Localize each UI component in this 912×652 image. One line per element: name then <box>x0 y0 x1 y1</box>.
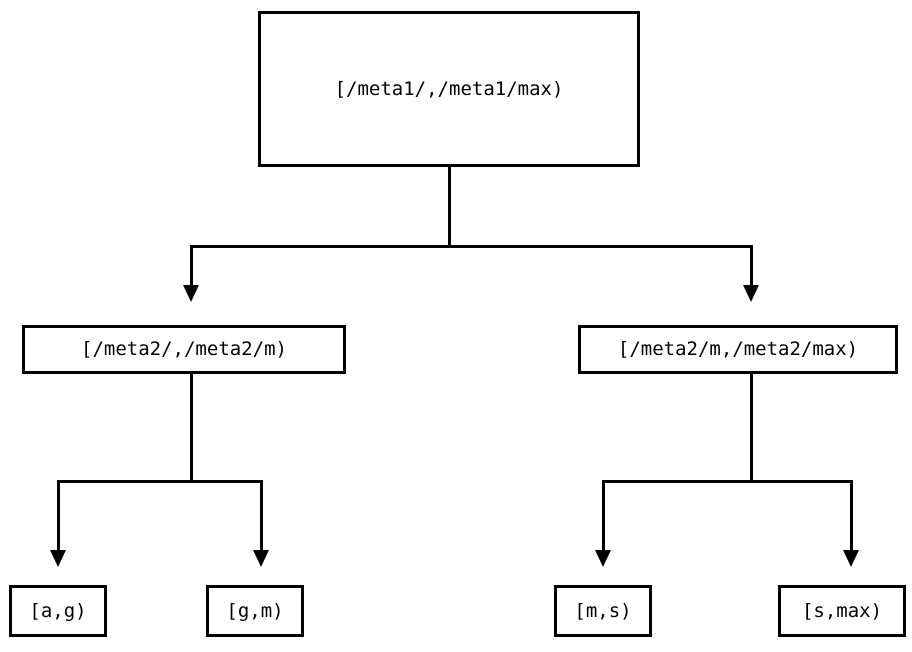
edge-middle-left-stem <box>190 374 193 483</box>
arrowhead-down-icon-leaf-2 <box>253 550 269 567</box>
tree-node-leaf-2: [g,m) <box>206 585 304 637</box>
tree-node-root-label: [/meta1/,/meta1/max) <box>334 77 564 100</box>
tree-node-middle-right-label: [/meta2/m,/meta2/max) <box>617 338 859 360</box>
tree-node-root: [/meta1/,/meta1/max) <box>258 11 640 167</box>
tree-node-middle-left: [/meta2/,/meta2/m) <box>22 325 346 374</box>
edge-root-to-middle-right-drop <box>750 245 753 285</box>
edge-root-stem <box>448 167 451 248</box>
tree-node-leaf-4: [s,max) <box>778 585 906 637</box>
edge-middle-right-to-leaf-3-drop <box>602 480 605 550</box>
arrowhead-down-icon-leaf-4 <box>843 550 859 567</box>
edge-middle-right-to-leaf-4-drop <box>850 480 853 550</box>
edge-middle-left-to-leaf-2-drop <box>260 480 263 550</box>
tree-node-leaf-3-label: [m,s) <box>574 599 632 622</box>
edge-middle-left-to-leaf-1-drop <box>57 480 60 550</box>
tree-node-middle-left-label: [/meta2/,/meta2/m) <box>81 338 287 360</box>
tree-node-leaf-1-label: [a,g) <box>29 599 87 622</box>
arrowhead-down-icon-leaf-1 <box>50 550 66 567</box>
edge-middle-left-horizontal-bar <box>57 480 263 483</box>
tree-node-leaf-4-label: [s,max) <box>801 599 883 622</box>
tree-node-leaf-2-label: [g,m) <box>226 599 284 622</box>
tree-node-middle-right: [/meta2/m,/meta2/max) <box>578 325 898 374</box>
edge-middle-right-stem <box>750 374 753 483</box>
arrowhead-down-icon-leaf-3 <box>595 550 611 567</box>
arrowhead-down-icon-middle-left <box>183 285 199 302</box>
arrowhead-down-icon-middle-right <box>743 285 759 302</box>
edge-middle-right-horizontal-bar <box>602 480 853 483</box>
edge-root-horizontal-bar <box>190 245 753 248</box>
tree-node-leaf-3: [m,s) <box>554 585 652 637</box>
tree-node-leaf-1: [a,g) <box>9 585 107 637</box>
edge-root-to-middle-left-drop <box>190 245 193 285</box>
